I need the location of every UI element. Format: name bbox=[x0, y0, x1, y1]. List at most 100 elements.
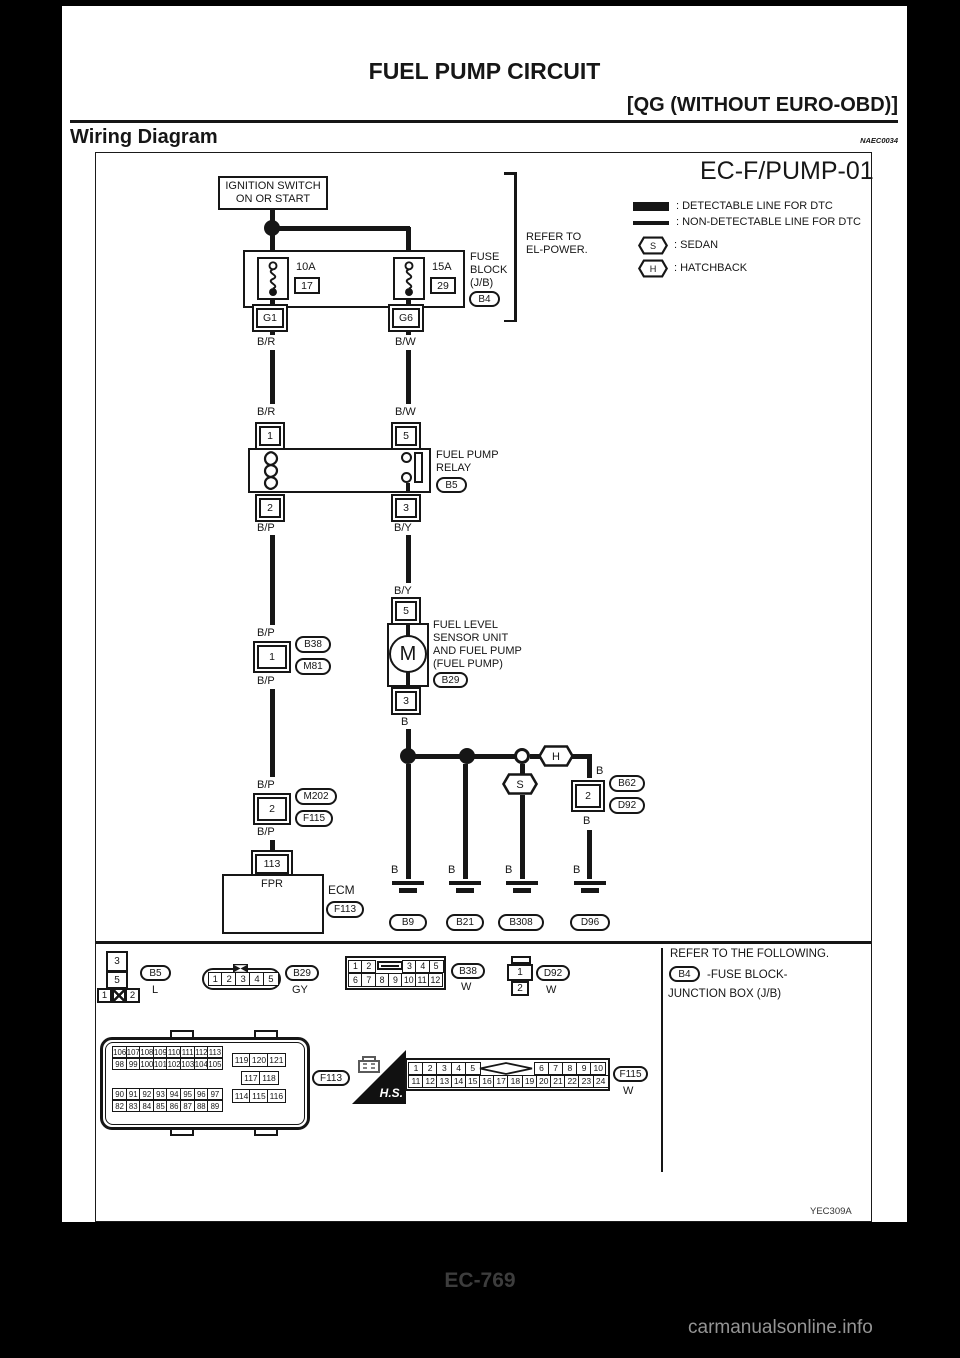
motor-symbol: M bbox=[389, 635, 427, 673]
page-number: EC-769 bbox=[444, 1269, 516, 1292]
connector-color: W bbox=[546, 984, 557, 996]
wire bbox=[405, 671, 410, 687]
wire bbox=[405, 483, 410, 493]
b5-pin: 2 bbox=[125, 988, 140, 1003]
d92-tab bbox=[511, 956, 531, 964]
refer-fuse-block: -FUSE BLOCK- bbox=[707, 969, 788, 981]
pin-cell: 5 bbox=[428, 959, 444, 973]
figure-code: YEC309A bbox=[810, 1206, 852, 1217]
wire bbox=[269, 350, 275, 404]
pin-cell: 105 bbox=[207, 1058, 223, 1070]
pin-cell: 87 bbox=[180, 1100, 196, 1112]
ecm-terminal-113: 113 bbox=[251, 850, 293, 878]
relay-contact bbox=[401, 452, 412, 463]
connector-oval-f115: F115 bbox=[295, 810, 333, 827]
panel-divider bbox=[661, 948, 663, 1172]
pin-cell: 107 bbox=[125, 1046, 141, 1058]
hatchback-hexagon-icon: H bbox=[638, 259, 668, 278]
wire bbox=[587, 830, 592, 879]
f113-inner-line bbox=[105, 1042, 305, 1125]
connector-oval-f113: F113 bbox=[326, 901, 364, 918]
ground-oval-b308: B308 bbox=[498, 914, 544, 931]
wire-label: B/R bbox=[257, 406, 276, 418]
wire bbox=[269, 689, 275, 777]
bowtie-marker bbox=[233, 960, 249, 978]
bracket-tick bbox=[504, 172, 516, 175]
refer-junction-box: JUNCTION BOX (J/B) bbox=[668, 988, 782, 1000]
ground-oval-d96: D96 bbox=[570, 914, 610, 931]
legend-non-detectable: : NON-DETECTABLE LINE FOR DTC bbox=[676, 216, 861, 228]
legend-hatchback: : HATCHBACK bbox=[674, 262, 748, 274]
ecm-box bbox=[222, 874, 324, 934]
pin-cell: 97 bbox=[207, 1088, 223, 1100]
wire-label: B bbox=[401, 716, 409, 728]
ground-icon bbox=[506, 881, 538, 885]
ignition-line1: IGNITION SWITCH bbox=[225, 180, 321, 192]
wire bbox=[269, 330, 275, 335]
pump-terminal-3: 3 bbox=[391, 687, 421, 715]
sedan-hexagon-icon: S bbox=[638, 236, 668, 255]
wire-label: B/W bbox=[395, 336, 416, 348]
connector-oval-b29: B29 bbox=[285, 965, 319, 981]
ground-icon bbox=[399, 887, 417, 893]
relay-contact bbox=[401, 472, 412, 483]
relay-terminal-2: 2 bbox=[255, 494, 285, 522]
pin-cell: 119 bbox=[232, 1053, 252, 1067]
pin-cell: 5 bbox=[263, 972, 279, 986]
connector-oval-d92: D92 bbox=[609, 797, 645, 814]
pin-cell: 20 bbox=[535, 1074, 552, 1088]
pin-cell: 16 bbox=[479, 1074, 495, 1088]
wire bbox=[519, 764, 525, 774]
header-rule bbox=[70, 120, 898, 123]
legend-detectable: : DETECTABLE LINE FOR DTC bbox=[676, 200, 833, 212]
terminal-g6: G6 bbox=[388, 304, 424, 332]
paper-sheet bbox=[62, 6, 907, 1222]
b5-pin: 3 bbox=[106, 951, 128, 972]
wire-label: B bbox=[391, 864, 399, 876]
ground-icon bbox=[456, 887, 474, 893]
fuse2-number: 29 bbox=[430, 277, 456, 294]
ground-icon bbox=[392, 881, 424, 885]
wire-label: B/Y bbox=[394, 585, 412, 597]
wire bbox=[269, 210, 275, 221]
hatchback-hexagon-icon: H bbox=[538, 745, 574, 767]
wire bbox=[272, 225, 410, 231]
wire-label: B bbox=[573, 864, 581, 876]
connector-oval-b5: B5 bbox=[140, 965, 171, 981]
fuse-15a-symbol bbox=[393, 257, 425, 300]
pump-terminal-5: 5 bbox=[391, 597, 421, 625]
pin-cell: 22 bbox=[564, 1074, 581, 1088]
pin-cell: 2 bbox=[361, 959, 377, 973]
svg-text:S: S bbox=[516, 779, 523, 791]
pin-cell: 101 bbox=[152, 1058, 169, 1070]
pin-cell: 23 bbox=[578, 1074, 595, 1088]
pin-cell: 7 bbox=[547, 1061, 564, 1075]
wire-label: B/R bbox=[257, 336, 276, 348]
connector-oval-b29: B29 bbox=[433, 672, 468, 688]
wire-label: B/W bbox=[395, 406, 416, 418]
wire-label: B/Y bbox=[394, 522, 412, 534]
d92-pin: 1 bbox=[507, 964, 533, 981]
pin-cell: 13 bbox=[436, 1074, 453, 1088]
section-title: Wiring Diagram bbox=[70, 126, 218, 148]
connector-color: W bbox=[461, 981, 472, 993]
pin-cell: 24 bbox=[592, 1074, 609, 1088]
pin-cell: 114 bbox=[232, 1089, 252, 1103]
fuse-10a-symbol bbox=[257, 257, 289, 300]
inline-connector-2: 2 bbox=[253, 793, 291, 825]
wire bbox=[405, 535, 411, 583]
terminal-g1: G1 bbox=[252, 304, 288, 332]
connector-oval-b62: B62 bbox=[609, 775, 645, 792]
ground-icon bbox=[513, 887, 531, 893]
wire bbox=[405, 350, 411, 404]
wire bbox=[405, 227, 411, 252]
hs-view-icon: H.S. bbox=[352, 1050, 406, 1104]
inline-connector-3: 2 bbox=[571, 780, 605, 812]
